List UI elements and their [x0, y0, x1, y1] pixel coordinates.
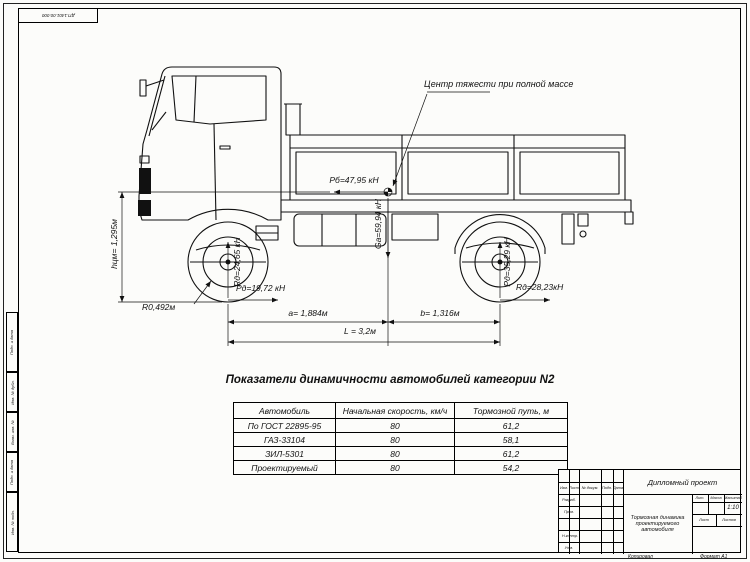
wiper — [151, 111, 167, 131]
frame-rail — [281, 199, 632, 213]
tb-project-title: Дипломный проект — [647, 477, 718, 487]
mirror — [139, 79, 147, 97]
truck-side-view-drawing — [118, 66, 634, 346]
rear-brake-label: Rд=28,23кН — [516, 282, 564, 292]
cell-speed: 80 — [335, 418, 455, 433]
tb-date: Дата — [613, 486, 623, 490]
cell-distance: 61,2 — [454, 418, 568, 433]
headlight — [139, 155, 150, 164]
margin-label: Взам. инв. № — [9, 419, 15, 445]
cell-distance: 61,2 — [454, 446, 568, 461]
tb-doc-title: Тормозная динамика проектируемого автомо… — [630, 515, 685, 533]
drawing-frame — [18, 8, 741, 553]
rear-hitch — [624, 211, 634, 225]
cell-vehicle: ГАЗ-33104 — [233, 432, 336, 447]
corner-stamp: ДП.1401.00.000 — [18, 8, 98, 23]
rear-reaction-label: Pд=35,29 кН — [502, 237, 512, 287]
tb-list: Лист — [569, 486, 579, 490]
cell-speed: 80 — [335, 432, 455, 447]
table-row: ГАЗ-33104 80 58,1 — [233, 432, 568, 447]
bed-side — [289, 134, 626, 201]
table-header-row: Автомобиль Начальная скорость, км/ч Торм… — [233, 402, 568, 419]
wheel-radius-label: R0,492м — [142, 302, 176, 312]
dimension-lines — [118, 91, 550, 346]
footer-kopiroval: Копировал — [628, 554, 653, 560]
margin-label: Инв. № дубл. — [9, 379, 15, 405]
margin-label: Подп. и дата — [9, 329, 15, 355]
cell-distance: 54,2 — [454, 460, 568, 475]
dim-a-label: a= 1,884м — [288, 308, 328, 318]
corner-stamp-text: ДП.1401.00.000 — [41, 13, 75, 18]
air-intake — [285, 103, 301, 136]
tb-utv: Утв. — [564, 546, 574, 550]
table-row: По ГОСТ 22895-95 80 61,2 — [233, 418, 568, 433]
table-row: ЗИЛ-5301 80 61,2 — [233, 446, 568, 461]
table-row: Проектируемый 80 54,2 — [233, 460, 568, 475]
front-brake-label: Pд=19,72 кН — [236, 283, 286, 293]
vent-window-divider — [193, 75, 197, 123]
margin-box: Взам. инв. № — [6, 412, 18, 452]
tb-scale-value: 1:10 — [727, 505, 739, 511]
cell-vehicle: Проектируемый — [233, 460, 336, 475]
dim-b-label: b= 1,316м — [420, 308, 460, 318]
footer-format: Формат A1 — [700, 554, 728, 560]
radius-leader — [193, 280, 212, 305]
tb-izm: Изм. — [559, 486, 569, 490]
cell-distance: 58,1 — [454, 432, 568, 447]
tb-sheets: Листов — [722, 518, 736, 522]
cell-vehicle: ЗИЛ-5301 — [233, 446, 336, 461]
title-block: Изм. Лист № докум. Подп. Дата Разраб. Пр… — [558, 469, 742, 554]
taillight — [577, 213, 589, 227]
bumper — [138, 200, 151, 216]
tb-lit: Лит. — [695, 496, 705, 500]
bed-panel — [407, 151, 509, 195]
rear-fender — [454, 214, 546, 254]
margin-box: Инв. № дубл. — [6, 372, 18, 412]
sheet-outer-border — [3, 3, 747, 559]
grille — [139, 168, 151, 194]
cell-speed: 80 — [335, 446, 455, 461]
side-window — [171, 75, 267, 125]
tb-razrab: Разраб. — [562, 498, 576, 502]
cell-speed: 80 — [335, 460, 455, 475]
margin-label: Подп. и дата — [9, 459, 15, 485]
bed-panel — [295, 151, 397, 195]
tb-sheet: Лист — [699, 518, 709, 522]
rear-tire — [459, 221, 541, 303]
cg-annotation: Центр тяжести при полной массе — [424, 79, 574, 89]
mudflap — [561, 213, 575, 245]
margin-box: Инв. № подл. — [6, 492, 18, 552]
margin-box: Подп. и дата — [6, 452, 18, 492]
cab-outline — [138, 66, 282, 221]
door-handle — [219, 145, 231, 150]
weight-label: Gа=59,94 кН — [373, 198, 383, 250]
table-title: Показатели динамичности автомобилей кате… — [225, 374, 555, 386]
margin-label: Инв. № подл. — [9, 509, 15, 535]
tb-podp: Подп. — [601, 486, 613, 490]
tb-massa: Масса — [710, 496, 722, 500]
windshield-edge — [148, 75, 166, 137]
dim-l-label: L = 3,2м — [344, 326, 376, 336]
tb-masshtab: Масштаб — [724, 496, 742, 500]
bed-panel — [519, 151, 620, 195]
tb-ndoc: № докум. — [581, 486, 599, 490]
brake-total-label: Pб=47,95 кН — [329, 175, 379, 185]
cg-leader — [392, 93, 428, 187]
taillight-lamp — [579, 230, 587, 238]
fuel-tank — [293, 213, 387, 247]
toolbox — [391, 213, 439, 241]
cell-vehicle: По ГОСТ 22895-95 — [233, 418, 336, 433]
front-tire — [187, 221, 269, 303]
col-header: Автомобиль — [233, 402, 336, 419]
door-line — [213, 123, 217, 221]
col-header: Тормозной путь, м — [454, 402, 568, 419]
tb-prov: Пров. — [563, 510, 574, 514]
tb-nkontr: Н.контр. — [561, 534, 579, 538]
dynamics-table: Автомобиль Начальная скорость, км/ч Торм… — [233, 402, 568, 475]
col-header: Начальная скорость, км/ч — [335, 402, 455, 419]
mirror-arm — [145, 79, 165, 87]
dim-h-label: hцм= 1,295м — [109, 219, 119, 269]
margin-box: Подп. и дата — [6, 312, 18, 372]
